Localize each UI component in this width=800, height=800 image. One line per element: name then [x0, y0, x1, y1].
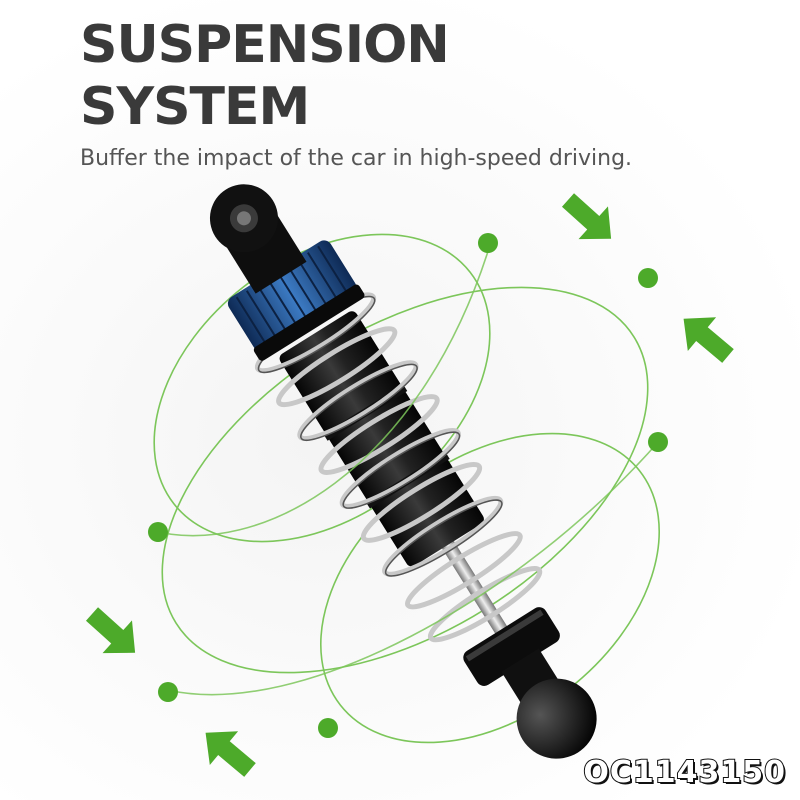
arrow-icon	[553, 183, 626, 256]
orbit-dot	[478, 233, 498, 253]
orbit-dot	[648, 432, 668, 452]
orbit-dot	[158, 682, 178, 702]
page-title: SUSPENSION SYSTEM	[80, 15, 450, 137]
shock-absorber-illustration	[209, 184, 597, 759]
orbit-dot	[148, 522, 168, 542]
orbit-dot	[638, 268, 658, 288]
orbit-dot	[318, 718, 338, 738]
arrow-icon	[77, 597, 150, 670]
product-code: OC1143150	[582, 754, 786, 791]
arrow-icon	[191, 715, 265, 787]
page-subtitle: Buffer the impact of the car in high-spe…	[80, 146, 633, 171]
arrow-icon	[669, 301, 743, 373]
